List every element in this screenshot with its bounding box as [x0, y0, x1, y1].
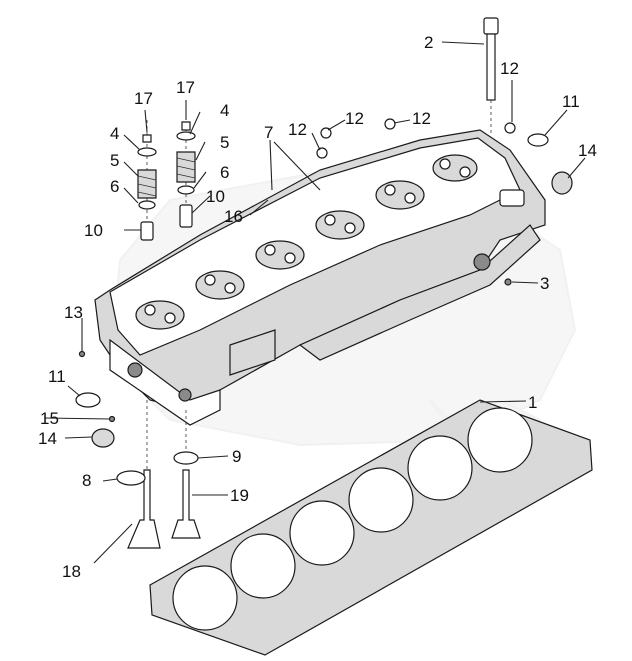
callout-9: 9	[232, 447, 241, 466]
cylinder-head	[94, 129, 546, 426]
leader-lines	[44, 41, 586, 564]
head-bolt	[483, 17, 499, 135]
exhaust-valve-assembly	[171, 110, 201, 539]
callout-10-right: 10	[206, 187, 225, 206]
callout-1: 1	[528, 393, 537, 412]
callout-4-left: 4	[110, 124, 119, 143]
callout-3: 3	[540, 274, 549, 293]
head-gasket	[149, 399, 593, 656]
callout-5-right: 5	[220, 133, 229, 152]
callout-10-left: 10	[84, 221, 103, 240]
callout-19: 19	[230, 486, 249, 505]
callout-12-b: 12	[345, 109, 364, 128]
callout-14-right: 14	[578, 141, 597, 160]
callout-6-left: 6	[110, 177, 119, 196]
callout-8: 8	[82, 471, 91, 490]
callout-11-right: 11	[562, 92, 580, 111]
callout-17-left: 17	[134, 89, 153, 108]
callout-6-right: 6	[220, 163, 229, 182]
callout-12-a: 12	[500, 59, 519, 78]
callout-13: 13	[64, 303, 83, 322]
callout-17-right: 17	[176, 78, 195, 97]
callout-16: 16	[224, 207, 243, 226]
seal-rings	[75, 118, 573, 448]
callout-7: 7	[264, 123, 273, 142]
callout-4-right: 4	[220, 101, 229, 120]
callout-15: 15	[40, 409, 59, 428]
callout-14-left: 14	[38, 429, 57, 448]
callout-labels: 1 2 3 4 4 5 5 6 6 7 8 9 10 10 11 11 12 1…	[38, 33, 597, 581]
callout-12-d: 12	[412, 109, 431, 128]
intake-valve-assembly	[116, 120, 161, 549]
callout-5-left: 5	[110, 151, 119, 170]
callout-18: 18	[62, 562, 81, 581]
callout-11-left: 11	[48, 367, 66, 386]
callout-12-c: 12	[288, 120, 307, 139]
callout-2: 2	[424, 33, 433, 52]
